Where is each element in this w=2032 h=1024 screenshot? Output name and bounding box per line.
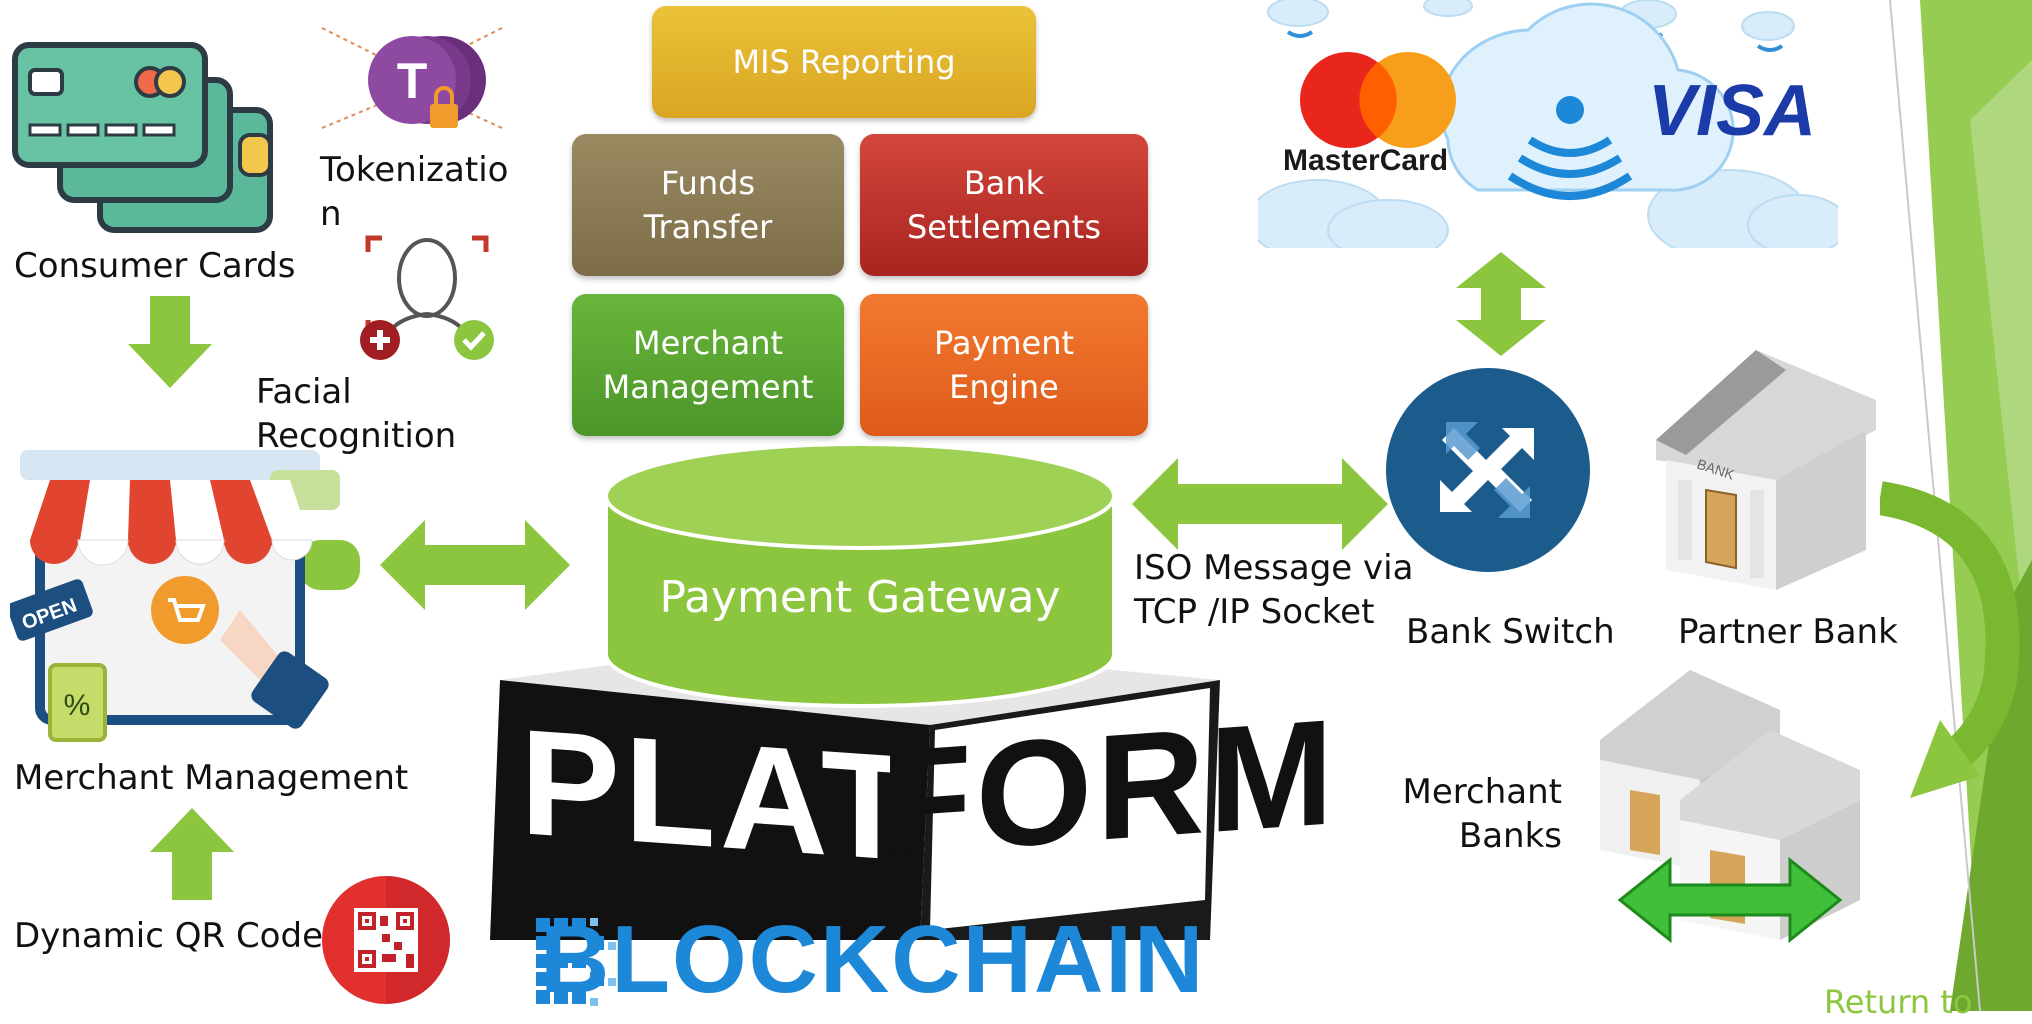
tokenization-icon: T bbox=[321, 27, 503, 129]
funds-transfer-line2: Transfer bbox=[643, 208, 773, 246]
tokenization-label-line2: n bbox=[320, 194, 342, 234]
payment-engine-line2: Engine bbox=[949, 368, 1059, 406]
svg-text:%: % bbox=[64, 689, 91, 722]
mastercard-text: MasterCard bbox=[1283, 144, 1448, 177]
consumer-cards-label: Consumer Cards bbox=[14, 246, 296, 286]
bank-switch-label: Bank Switch bbox=[1406, 612, 1615, 652]
payment-engine-box: Payment Engine bbox=[860, 294, 1148, 436]
iso-message-label: ISO Message via TCP /IP Socket bbox=[1134, 546, 1413, 634]
tokenization-label: Tokenizatio n bbox=[320, 148, 508, 236]
blockchain-label: BLOCKCHAIN bbox=[540, 906, 1206, 1013]
funds-transfer-box: Funds Transfer bbox=[572, 134, 844, 276]
platform-word-form: FORM bbox=[880, 687, 1338, 887]
qr-code-icon bbox=[322, 876, 450, 1004]
merchant-banks-icon bbox=[1600, 670, 1860, 944]
double-arrow-cloud-switch bbox=[1456, 252, 1546, 356]
return-link[interactable]: Return to bbox=[1824, 983, 1973, 1021]
merchant-management-label: Merchant Management bbox=[14, 758, 409, 798]
payment-engine-line1: Payment bbox=[933, 324, 1075, 362]
payment-gateway-cylinder bbox=[604, 442, 1116, 708]
partner-bank-label: Partner Bank bbox=[1678, 612, 1898, 652]
facial-recognition-label: Facial Recognition bbox=[256, 370, 456, 458]
facial-label-line1: Facial bbox=[256, 372, 352, 412]
blockchain-logo-icon bbox=[536, 918, 616, 1006]
merchant-banks-line2: Banks bbox=[1458, 816, 1562, 856]
payment-gateway-label: Payment Gateway bbox=[659, 572, 1061, 623]
funds-transfer-line1: Funds bbox=[660, 164, 756, 202]
merchant-management-box-line1: Merchant bbox=[632, 324, 784, 362]
curved-arrow-partner-merchant bbox=[1880, 481, 2020, 798]
merchant-management-box: Merchant Management bbox=[572, 294, 844, 436]
merchant-banks-line1: Merchant bbox=[1402, 772, 1562, 812]
merchant-management-box-line2: Management bbox=[602, 368, 814, 406]
mis-reporting-label: MIS Reporting bbox=[732, 43, 956, 81]
facial-label-line2: Recognition bbox=[256, 416, 457, 456]
double-arrow-gateway-switch bbox=[1132, 458, 1388, 550]
iso-message-line1: ISO Message via bbox=[1134, 548, 1414, 588]
merchant-banks-label: Merchant Banks bbox=[1400, 770, 1562, 858]
facial-recognition-icon bbox=[360, 235, 494, 360]
credit-cards-icon bbox=[12, 42, 273, 233]
merchant-store-icon: OPEN % bbox=[10, 450, 360, 742]
svg-text:T: T bbox=[397, 53, 428, 109]
bank-settlements-box: Bank Settlements bbox=[860, 134, 1148, 276]
tokenization-label-line1: Tokenizatio bbox=[320, 150, 509, 190]
arrow-up-icon bbox=[150, 808, 234, 900]
platform-word-plat: PLAT bbox=[520, 697, 917, 893]
bank-settlements-line1: Bank bbox=[963, 164, 1045, 202]
bank-switch-icon bbox=[1386, 368, 1590, 572]
bank-settlements-line2: Settlements bbox=[906, 208, 1102, 246]
card-networks-cloud-icon: MasterCard VISA bbox=[1258, 0, 1838, 248]
iso-message-line2: TCP /IP Socket bbox=[1134, 592, 1375, 632]
visa-text: VISA bbox=[1648, 71, 1816, 151]
arrow-down-icon bbox=[128, 296, 212, 388]
mis-reporting-box: MIS Reporting bbox=[652, 6, 1036, 118]
partner-bank-icon: BANK bbox=[1656, 350, 1876, 590]
dynamic-qr-label: Dynamic QR Code bbox=[14, 916, 323, 956]
double-arrow-merchant-gateway bbox=[380, 520, 570, 610]
